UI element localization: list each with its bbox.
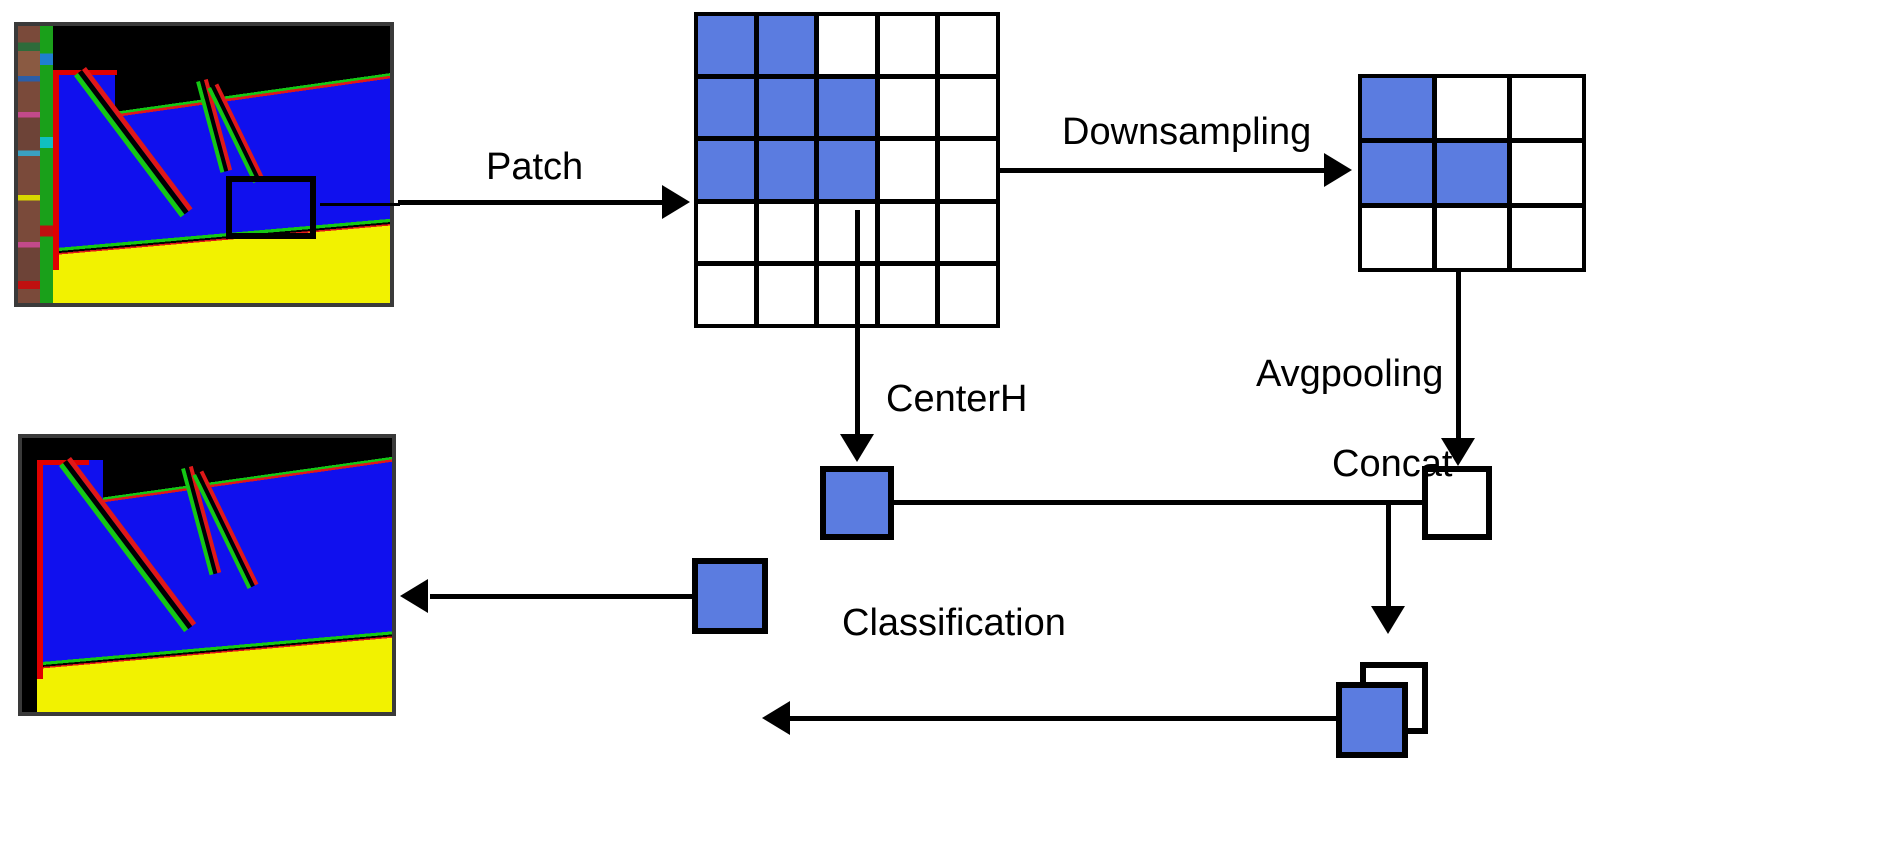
patch-arrow-head (662, 185, 690, 219)
patch-cell-r5c5[interactable] (940, 266, 996, 324)
patch-cell-r2c3[interactable] (819, 78, 875, 137)
roi-leader-line (320, 203, 400, 206)
patch-cell-r4c1[interactable] (698, 203, 754, 262)
edge-label-centerh: CenterH (886, 378, 1028, 420)
downsampled-grid[interactable] (1358, 74, 1586, 272)
image-noise-strip-green (40, 26, 54, 303)
image-edge-ground (53, 203, 390, 303)
classification-arrow-head (762, 701, 790, 735)
output-arrow-line (430, 594, 692, 599)
patch-cell-r4c3[interactable] (819, 203, 875, 262)
avgpool-feature[interactable] (1422, 466, 1492, 540)
patch-cell-r2c5[interactable] (940, 78, 996, 137)
downsampled-cell-r2c3[interactable] (1512, 143, 1582, 203)
downsampled-cell-r2c1[interactable] (1362, 143, 1432, 203)
patch-cell-r4c2[interactable] (758, 203, 815, 262)
patch-cell-r1c5[interactable] (940, 16, 996, 74)
edge-label-concat: Concat (1332, 443, 1453, 485)
concat-feature-front[interactable] (1336, 682, 1408, 758)
input-sar-image (14, 22, 394, 307)
patch-cell-r5c4[interactable] (879, 266, 936, 324)
downsampling-arrow-head (1324, 153, 1352, 187)
image-noise-strip (18, 26, 45, 303)
patch-cell-r3c3[interactable] (819, 141, 875, 199)
avgpooling-arrow-head (1441, 438, 1475, 466)
classification-arrow-line (790, 716, 1338, 721)
patch-cell-r5c3[interactable] (819, 266, 875, 324)
downsampled-cell-r2c2[interactable] (1437, 143, 1507, 203)
downsampled-cell-r3c3[interactable] (1512, 208, 1582, 268)
patch-grid[interactable] (694, 12, 1000, 328)
roi-selection-box[interactable] (226, 175, 316, 240)
patch-cell-r3c5[interactable] (940, 141, 996, 199)
edge-label-downsampling: Downsampling (1062, 111, 1312, 153)
image-edge-sky (114, 67, 390, 162)
concat-bus-line (890, 500, 1426, 505)
output-edge-ground (36, 618, 392, 712)
patch-cell-r4c5[interactable] (940, 203, 996, 262)
patch-arrow-line (398, 200, 668, 205)
patch-cell-r4c4[interactable] (879, 203, 936, 262)
concat-arrow-head (1371, 606, 1405, 634)
output-arrow-head (400, 579, 428, 613)
centerh-arrow-line (855, 210, 860, 440)
patch-cell-r3c4[interactable] (879, 141, 936, 199)
downsampled-cell-r3c1[interactable] (1362, 208, 1432, 268)
classified-feature[interactable] (692, 558, 768, 634)
output-edge-left-red (36, 459, 43, 680)
patch-cell-r1c1[interactable] (698, 16, 754, 74)
patch-cell-r1c4[interactable] (879, 16, 936, 74)
image-edge-left-red (53, 70, 60, 270)
patch-cell-r5c1[interactable] (698, 266, 754, 324)
image-edge-top-red (53, 70, 117, 76)
patch-cell-r3c1[interactable] (698, 141, 754, 199)
edge-label-classification: Classification (842, 602, 1066, 644)
patch-cell-r2c4[interactable] (879, 78, 936, 137)
downsampled-cell-r3c2[interactable] (1437, 208, 1507, 268)
downsampled-cell-r1c2[interactable] (1437, 78, 1507, 138)
downsampled-cell-r1c3[interactable] (1512, 78, 1582, 138)
centerh-arrow-head (840, 434, 874, 462)
patch-cell-r1c2[interactable] (758, 16, 815, 74)
patch-cell-r5c2[interactable] (758, 266, 815, 324)
patch-cell-r2c1[interactable] (698, 78, 754, 137)
output-classified-image (18, 434, 396, 716)
edge-label-patch: Patch (486, 146, 584, 188)
patch-cell-r1c3[interactable] (819, 16, 875, 74)
concat-drop-line (1386, 500, 1391, 612)
avgpooling-arrow-line (1456, 268, 1461, 444)
patch-cell-r3c2[interactable] (758, 141, 815, 199)
downsampling-arrow-line (1000, 168, 1330, 173)
patch-cell-r2c2[interactable] (758, 78, 815, 137)
edge-label-avgpooling: Avgpooling (1256, 353, 1444, 395)
output-edge-sky (103, 457, 392, 540)
downsampled-cell-r1c1[interactable] (1362, 78, 1432, 138)
centerh-feature[interactable] (820, 466, 894, 540)
